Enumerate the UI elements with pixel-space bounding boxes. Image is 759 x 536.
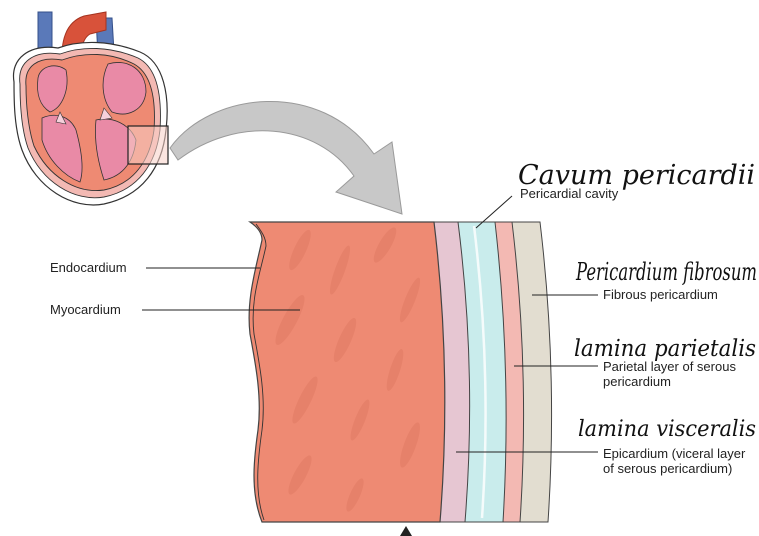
myocardium-layer: [249, 222, 445, 522]
heart-illustration: [13, 12, 168, 205]
label-myocardium: Myocardium: [50, 302, 121, 317]
label-fibrous-pericardium: Fibrous pericardium: [603, 287, 718, 302]
heart-wall-section: [249, 222, 551, 536]
magnifier-box: [128, 126, 168, 164]
handwritten-parietalis: lamina parietalis: [574, 336, 756, 362]
zoom-arrow: [170, 101, 402, 214]
label-parietal-line2: pericardium: [603, 374, 671, 389]
handwritten-cavum: Cavum pericardii: [518, 160, 755, 191]
label-endocardium: Endocardium: [50, 260, 127, 275]
handwritten-visceralis: lamina visceralis: [578, 417, 756, 442]
label-epicardium-line2: of serous pericardium): [603, 461, 732, 476]
handwritten-fibrosum: Pericardium fibrosum: [575, 258, 757, 286]
label-epicardium-line1: Epicardium (viceral layer: [603, 446, 746, 461]
